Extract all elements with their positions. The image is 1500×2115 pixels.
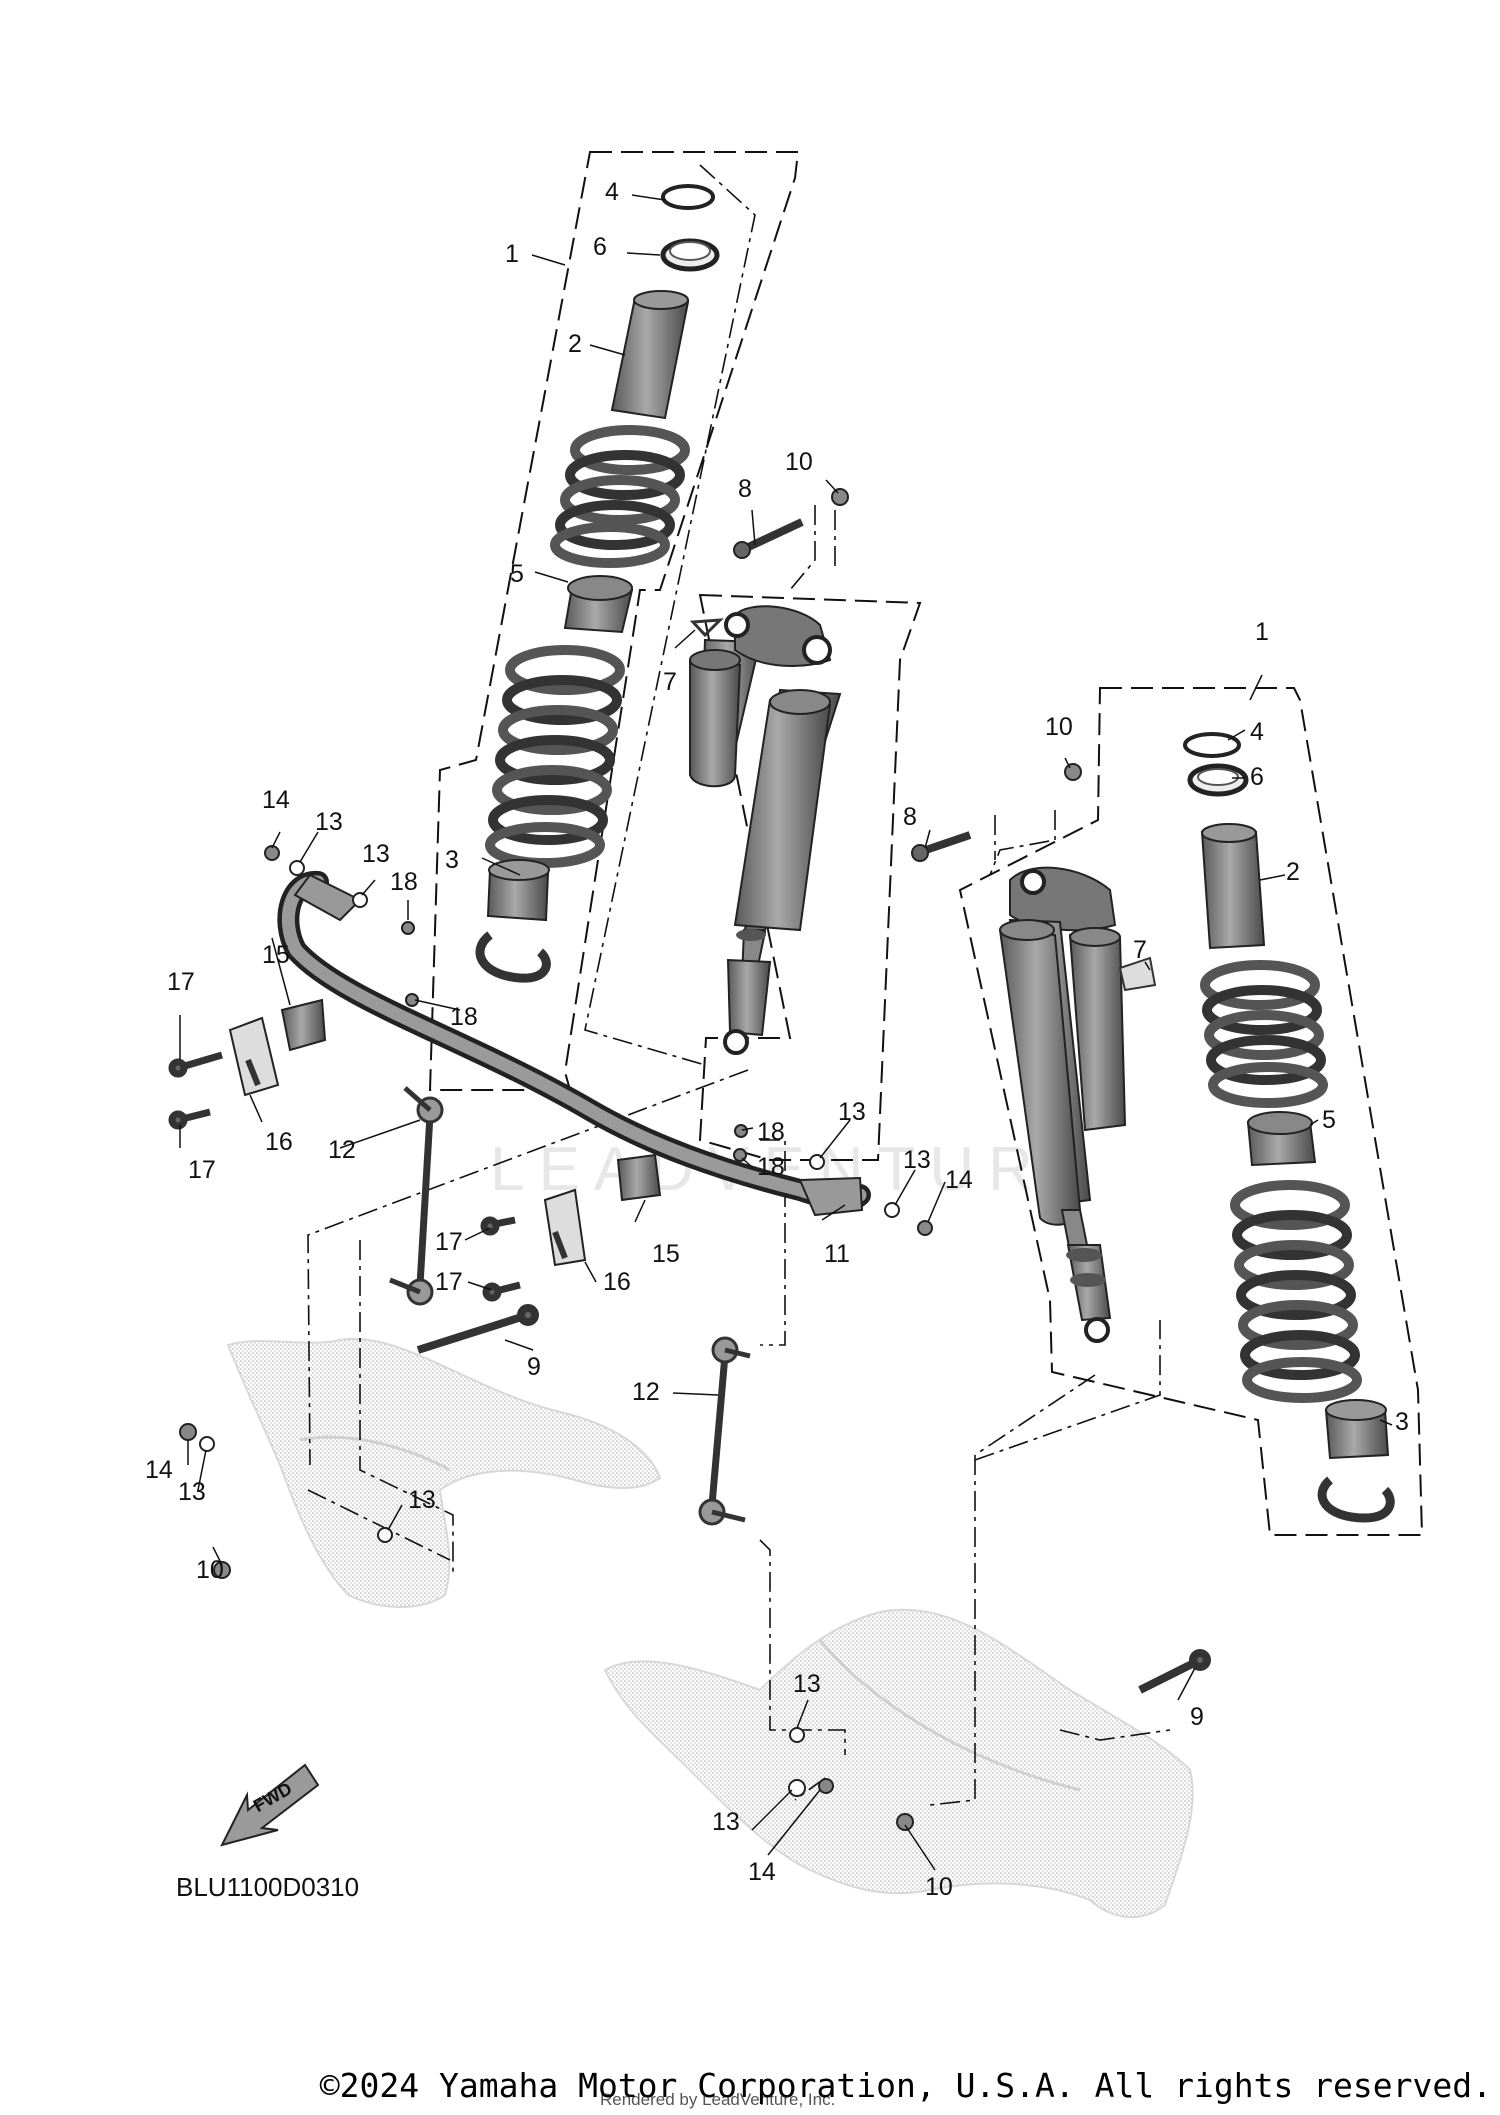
outline-shock-left xyxy=(428,151,800,1091)
rendered-by-text: Rendered by LeadVenture, Inc. xyxy=(600,2090,836,2109)
callout-leaders xyxy=(179,194,1393,1871)
group-outlines xyxy=(428,151,1424,1536)
callout-12-right: 12 xyxy=(632,1378,660,1406)
callout-2-right: 2 xyxy=(1286,858,1300,886)
spring-seat-ring-right xyxy=(1183,732,1241,758)
callout-13-c: 13 xyxy=(838,1098,866,1126)
callout-13-f: 13 xyxy=(408,1486,436,1514)
callout-8-right: 8 xyxy=(903,803,917,831)
nut-10-left-top xyxy=(831,488,849,506)
lower-spring-left xyxy=(485,645,625,868)
shock-absorber-left xyxy=(689,605,842,1055)
callout-13-d: 13 xyxy=(903,1146,931,1174)
bolts-17 xyxy=(168,1051,521,1302)
callout-7-left: 7 xyxy=(663,668,677,696)
callout-7-right: 7 xyxy=(1133,936,1147,964)
callout-18-d: 18 xyxy=(757,1153,785,1181)
spring-seat-lower-left xyxy=(486,859,550,922)
callout-17-b: 17 xyxy=(188,1156,216,1184)
bolt-8-left xyxy=(733,518,804,559)
collar-ring-right xyxy=(1187,763,1249,797)
callout-2-left: 2 xyxy=(568,330,582,358)
callout-9-left: 9 xyxy=(527,1353,541,1381)
stabilizer-link-12-right xyxy=(698,1336,751,1526)
callout-15-right: 15 xyxy=(652,1240,680,1268)
bump-stop-sleeve-right xyxy=(1200,823,1266,950)
callout-8-left: 8 xyxy=(738,475,752,503)
callout-13-a: 13 xyxy=(315,808,343,836)
callout-6-right: 6 xyxy=(1250,763,1264,791)
callout-16-right: 16 xyxy=(603,1268,631,1296)
bushing-15-left xyxy=(280,998,327,1052)
bolt-8-right xyxy=(911,831,972,862)
callout-1-left: 1 xyxy=(505,240,519,268)
spring-spacer-right xyxy=(1246,1111,1317,1167)
outline-shock-left-body xyxy=(698,593,922,1161)
callout-17-a: 17 xyxy=(167,968,195,996)
callout-18-c: 18 xyxy=(757,1118,785,1146)
callout-13-h: 13 xyxy=(712,1808,740,1836)
bracket-16-left xyxy=(228,1016,280,1097)
callout-17-d: 17 xyxy=(435,1268,463,1296)
callout-3-left: 3 xyxy=(445,846,459,874)
upper-a-arm-left xyxy=(226,1337,662,1608)
callout-11: 11 xyxy=(824,1240,850,1268)
nuts-and-washers xyxy=(179,845,933,1831)
callout-6-left: 6 xyxy=(593,233,607,261)
shock-absorber-right xyxy=(998,866,1127,1343)
bump-stop-sleeve-left xyxy=(610,290,690,420)
callout-labels: 1 1 2 2 3 3 4 4 5 5 6 6 7 7 8 8 9 9 10 1… xyxy=(145,178,1409,1901)
stabilizer-bar xyxy=(277,871,871,1217)
callout-1-right: 1 xyxy=(1255,618,1269,646)
fwd-arrow-icon: FWD xyxy=(220,1763,320,1847)
diagram-code: BLU1100D0310 xyxy=(176,1872,359,1902)
reservoir-clamp-right xyxy=(1118,956,1157,992)
spring-retainer-clip-right xyxy=(1317,1476,1395,1523)
bushing-15-right xyxy=(616,1153,662,1202)
callout-18-b: 18 xyxy=(450,1003,478,1031)
callout-14-c: 14 xyxy=(145,1456,173,1484)
stabilizer-link-12-left xyxy=(389,1086,444,1306)
callout-14-d: 14 xyxy=(748,1858,776,1886)
callout-14-b: 14 xyxy=(945,1166,973,1194)
reservoir-clamp-left xyxy=(689,618,724,638)
callout-12-left: 12 xyxy=(328,1136,356,1164)
upper-spring-right xyxy=(1200,960,1328,1108)
spring-seat-lower-right xyxy=(1324,1399,1390,1460)
spring-retainer-clip-left xyxy=(475,931,551,983)
nut-10-right-top xyxy=(1064,763,1082,781)
callout-16-left: 16 xyxy=(265,1128,293,1156)
bracket-16-right xyxy=(543,1188,587,1267)
callout-17-c: 17 xyxy=(435,1228,463,1256)
copyright-text: ©2024 Yamaha Motor Corporation, U.S.A. A… xyxy=(319,2066,1492,2105)
upper-spring-left xyxy=(550,425,690,568)
callout-18-a: 18 xyxy=(390,868,418,896)
callout-10-bottom-right: 10 xyxy=(925,1873,953,1901)
callout-13-e: 13 xyxy=(178,1478,206,1506)
spring-seat-ring-left xyxy=(661,184,715,210)
callout-14-a: 14 xyxy=(262,786,290,814)
lower-spring-right xyxy=(1230,1180,1362,1403)
bolts-9 xyxy=(416,1304,1211,1694)
callout-15-left: 15 xyxy=(262,941,290,969)
spring-spacer-left xyxy=(563,575,634,634)
collar-ring-left xyxy=(660,238,720,272)
callout-9-right: 9 xyxy=(1190,1703,1204,1731)
callout-10-top-right: 10 xyxy=(1045,713,1073,741)
callout-13-b: 13 xyxy=(362,840,390,868)
callout-5-left: 5 xyxy=(510,560,524,588)
callout-4-left: 4 xyxy=(605,178,619,206)
callout-4-right: 4 xyxy=(1250,718,1264,746)
callout-13-g: 13 xyxy=(793,1670,821,1698)
lower-a-arm-right xyxy=(603,1608,1194,1919)
callout-10-bottom-left: 10 xyxy=(196,1556,224,1584)
callout-5-right: 5 xyxy=(1322,1106,1336,1134)
callout-3-right: 3 xyxy=(1395,1408,1409,1436)
outline-shock-right xyxy=(958,687,1424,1536)
callout-10-top-left: 10 xyxy=(785,448,813,476)
